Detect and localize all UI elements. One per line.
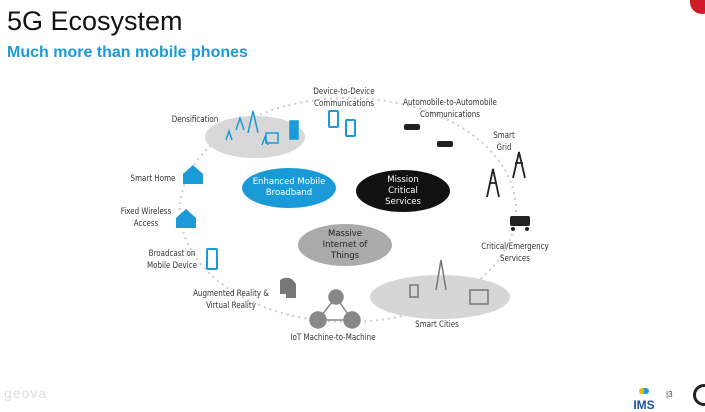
corner-logo [693, 384, 705, 406]
watermark-logo: geova [4, 385, 48, 401]
tower-icons [225, 110, 299, 146]
label-device-to-device: Device-to-Device Communications [313, 87, 375, 109]
label-smart-grid: Smart Grid [493, 131, 515, 153]
hub-massive-iot: Massive Internet of Things [298, 224, 392, 266]
label-smart-cities: Smart Cities [415, 320, 459, 330]
label-emergency: Critical/Emergency Services [481, 242, 549, 264]
ecosystem-ring [176, 97, 530, 329]
label-ar-vr: Augmented Reality & Virtual Reality [193, 289, 269, 311]
ims-logo: IMS [630, 381, 658, 411]
label-densification: Densification [171, 115, 219, 125]
hub-enhanced-mobile-broadband: Enhanced Mobile Broadband [242, 168, 336, 208]
emergency-icon [510, 216, 530, 231]
ims-logo-dots [639, 388, 649, 394]
vr-head-icon [280, 277, 296, 298]
label-smart-home: Smart Home [130, 174, 176, 184]
smart-cities-area [370, 275, 510, 319]
label-iot-m2m: IoT Machine-to-Machine [290, 333, 376, 343]
slide-title: 5G Ecosystem [7, 6, 183, 36]
densification-area [205, 116, 305, 158]
label-automobile: Automobile-to-Automobile Communications [403, 98, 497, 120]
grid-tower-icons [486, 151, 526, 198]
slide-subtitle: Much more than mobile phones [7, 44, 248, 61]
house-icons [176, 165, 203, 228]
phone-icons [206, 110, 356, 270]
city-icons [409, 259, 489, 305]
hub-mission-critical-services: Mission Critical Services [356, 170, 450, 212]
label-fixed-wireless: Fixed Wireless Access [120, 207, 172, 229]
label-broadcast: Broadcast on Mobile Device [146, 249, 198, 271]
record-indicator [690, 0, 705, 14]
iot-icons [309, 289, 361, 329]
page-number: |3 [666, 390, 673, 399]
ims-logo-text: IMS [633, 398, 655, 412]
car-icons [404, 124, 453, 147]
